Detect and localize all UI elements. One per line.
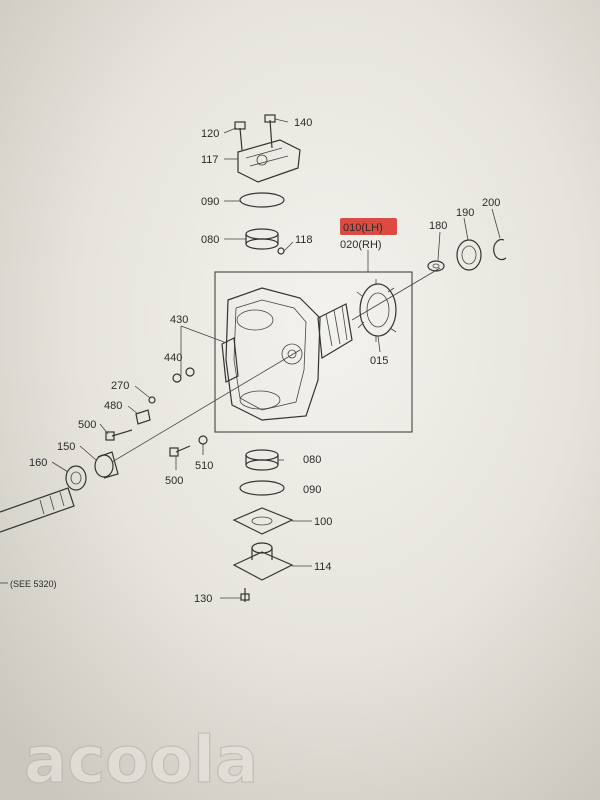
oring-part-090-bottom [239, 480, 285, 496]
label-500-bottom: 500 [165, 475, 183, 487]
input-shaft [0, 487, 75, 533]
label-080-top: 080 [201, 234, 219, 246]
label-120: 120 [201, 128, 219, 140]
label-180: 180 [429, 220, 447, 232]
label-020-rh: 020(RH) [340, 239, 382, 251]
drain-plug-part-130 [240, 588, 250, 602]
label-500-left: 500 [78, 419, 96, 431]
label-090-bottom: 090 [303, 484, 321, 496]
washer-part-180 [427, 260, 445, 272]
label-117: 117 [201, 154, 219, 166]
bushing-part-150 [94, 451, 119, 479]
label-270: 270 [111, 380, 129, 392]
shaft-axis-line [351, 267, 441, 321]
label-see-5320: (SEE 5320) [10, 579, 57, 589]
assembly-frame [214, 271, 413, 433]
label-015: 015 [370, 355, 388, 367]
label-480: 480 [104, 400, 122, 412]
label-114: 114 [314, 561, 332, 573]
label-100: 100 [314, 516, 332, 528]
seal-part-160 [65, 465, 87, 491]
label-130: 130 [194, 593, 212, 605]
screw-part-440a [172, 373, 182, 383]
watermark-logo: acoola [24, 724, 258, 798]
label-140: 140 [294, 117, 312, 129]
pin-part-270 [148, 396, 156, 404]
bracket-part-480 [135, 409, 151, 425]
gasket-part-100 [232, 507, 294, 535]
clamp-part-430 [221, 337, 239, 383]
highlight-marker [340, 218, 397, 235]
top-cover-part-117 [237, 139, 301, 183]
bolt-part-120 [234, 121, 246, 151]
label-200: 200 [482, 197, 500, 209]
gear-housing [225, 287, 353, 421]
leader-lines [0, 118, 501, 599]
snap-ring-part-200 [493, 238, 507, 261]
label-430: 430 [170, 314, 188, 326]
label-190: 190 [456, 207, 474, 219]
label-090-top: 090 [201, 196, 219, 208]
label-440: 440 [164, 352, 182, 364]
pinion-axis-line [111, 349, 301, 463]
label-150: 150 [57, 441, 75, 453]
label-010-lh: 010(LH) [343, 222, 383, 234]
label-160: 160 [29, 457, 47, 469]
label-118: 118 [295, 234, 313, 246]
bolt-part-500-bottom [169, 445, 191, 457]
bolt-part-500-left [105, 429, 133, 441]
bottom-cover-part-114 [232, 542, 294, 581]
bearing-part-190 [456, 239, 482, 271]
screw-part-440b [185, 367, 195, 377]
label-080-bottom: 080 [303, 454, 321, 466]
bolt-part-140 [264, 114, 276, 149]
oring-part-090-top [239, 192, 285, 208]
seal-part-080-top [245, 228, 279, 250]
label-510: 510 [195, 460, 213, 472]
